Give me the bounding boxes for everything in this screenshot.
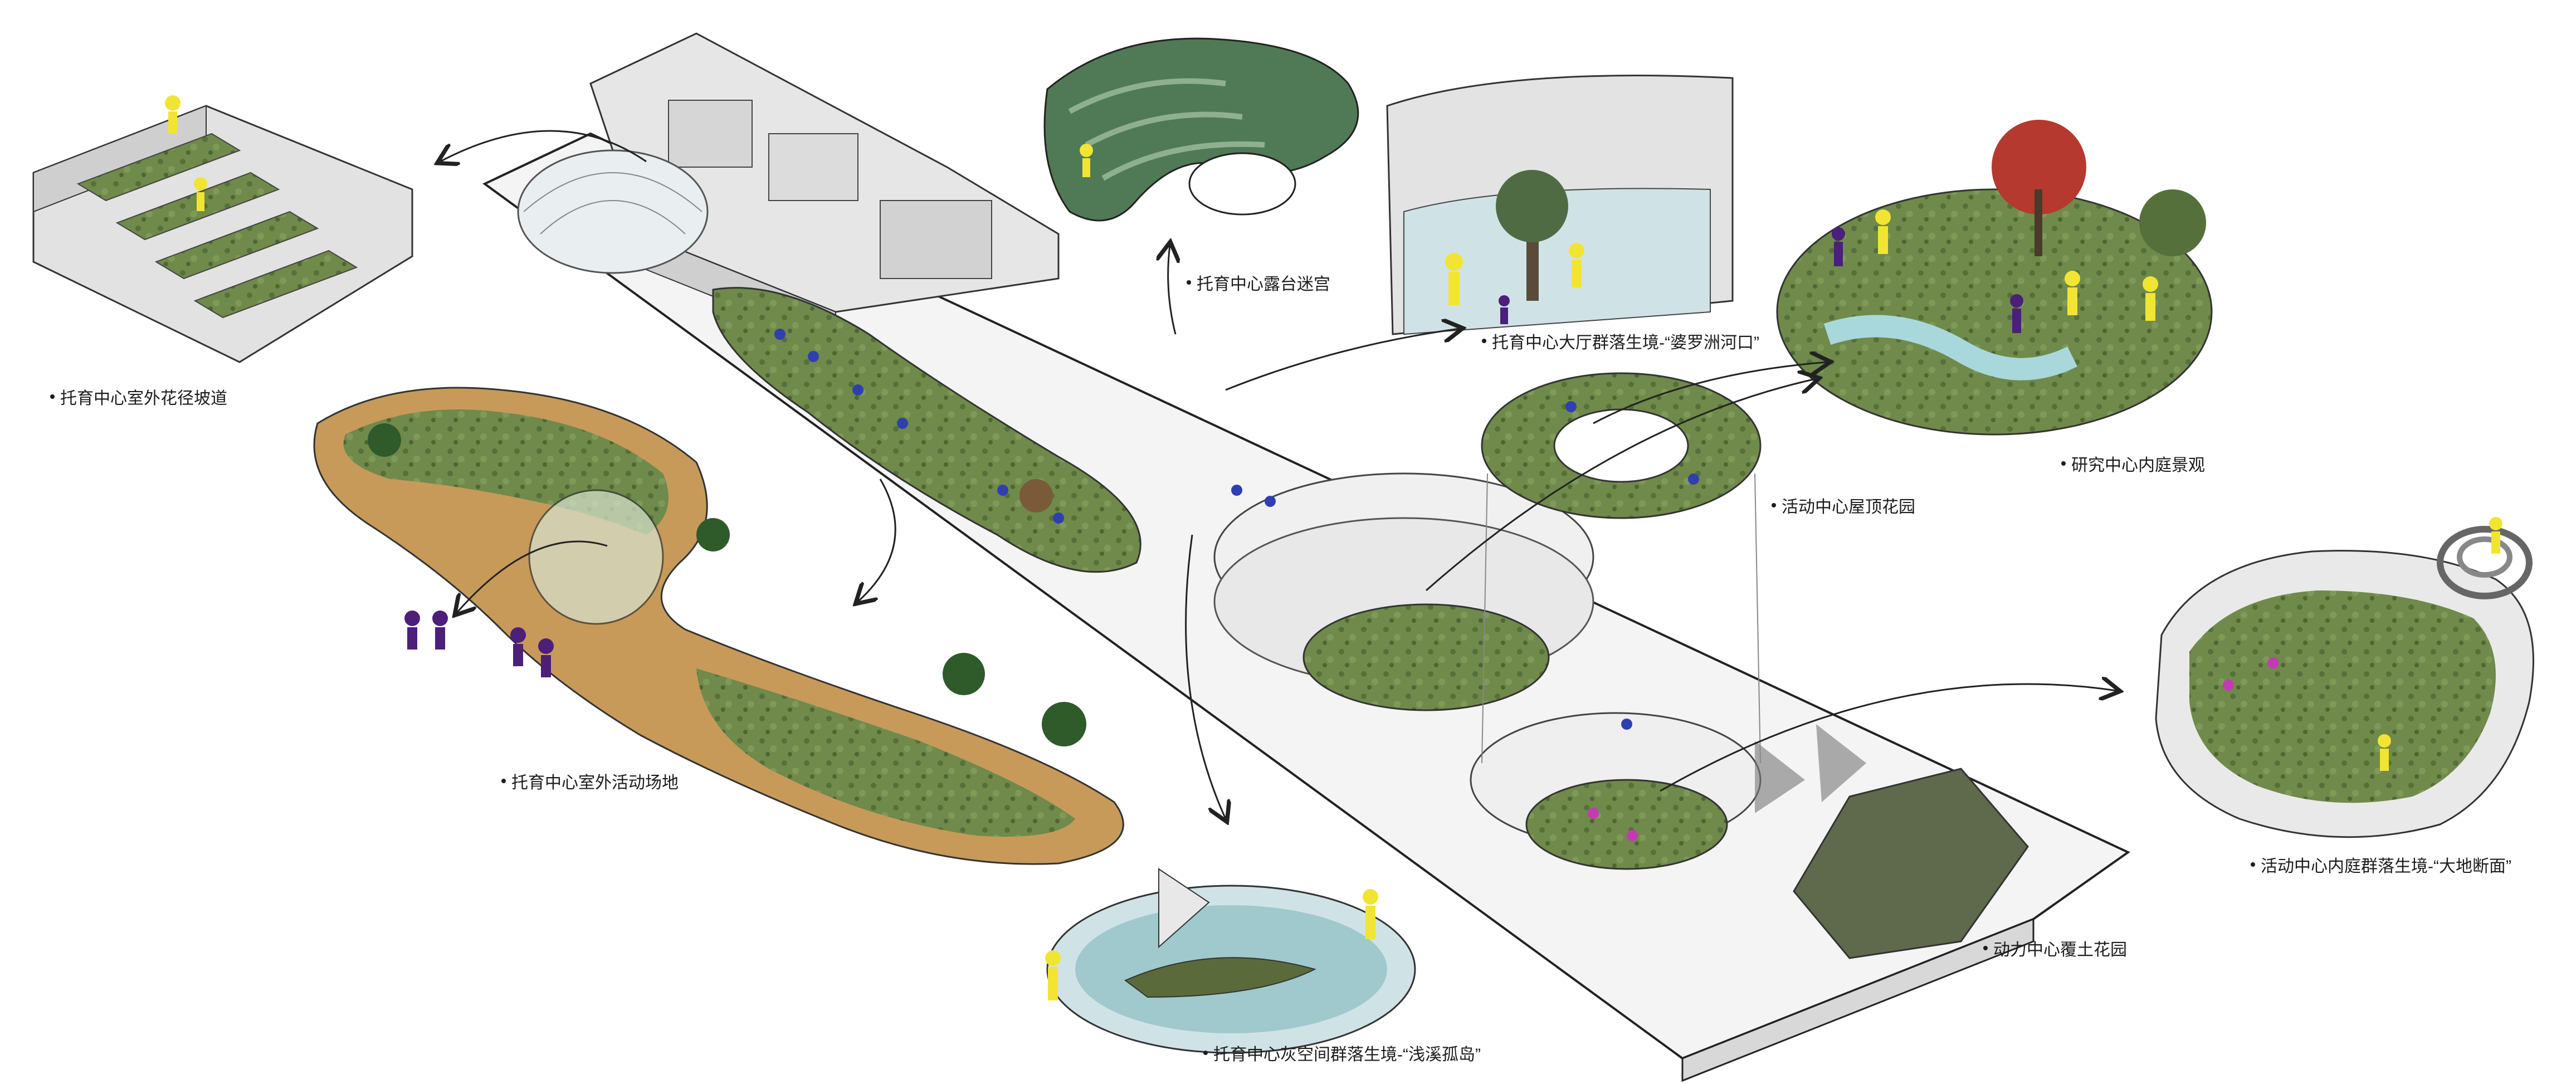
human-figures — [165, 95, 2502, 1000]
label-terrace-maze: 托育中心露台迷宫 — [1187, 270, 1330, 295]
inset-terrace-maze — [1043, 37, 1359, 222]
glass-dome-building — [517, 149, 709, 274]
inset-grey-space-habitat — [1046, 868, 1416, 1054]
label-text: 研究中心内庭景观 — [2071, 456, 2205, 475]
power-center-soil-garden — [1755, 724, 2029, 959]
label-outdoor-flower-ramp: 托育中心室外花径坡道 — [50, 384, 227, 409]
bullet-dot — [2251, 862, 2255, 867]
label-power-soil-garden: 动力中心覆土花园 — [1983, 936, 2127, 960]
inset-research-courtyard — [1776, 120, 2213, 436]
bullet-dot — [1187, 280, 1191, 285]
tree-markers — [368, 423, 1086, 746]
label-text: 托育中心室外花径坡道 — [60, 389, 227, 408]
label-text: 动力中心覆土花园 — [1993, 941, 2127, 959]
label-text: 活动中心屋顶花园 — [1782, 498, 1915, 516]
bullet-dot — [1203, 1051, 1208, 1055]
label-lobby-habitat: 托育中心大厅群落生境-“婆罗洲河口” — [1482, 329, 1759, 353]
label-text: 活动中心内庭群落生境-“大地断面” — [2261, 857, 2511, 876]
label-research-courtyard: 研究中心内庭景观 — [2061, 451, 2205, 476]
inset-outdoor-play-area — [313, 387, 1124, 865]
label-outdoor-play-area: 托育中心室外活动场地 — [501, 769, 679, 793]
bullet-dot — [1983, 946, 1988, 950]
bullet-dot — [1482, 339, 1486, 343]
bullet-dot — [2061, 461, 2066, 466]
label-grey-space-habitat: 托育中心灰空间群落生境-“浅溪孤岛” — [1203, 1041, 1481, 1065]
bullet-dot — [1772, 503, 1776, 507]
label-text: 托育中心室外活动场地 — [511, 774, 679, 792]
leader-arrows — [440, 130, 2117, 819]
label-text: 托育中心大厅群落生境-“婆罗洲河口” — [1492, 334, 1759, 352]
activity-center-building — [1213, 472, 1762, 870]
label-text: 托育中心灰空间群落生境-“浅溪孤岛” — [1213, 1046, 1481, 1064]
inset-activity-courtyard-habitat — [2155, 526, 2534, 838]
label-text: 托育中心露台迷宫 — [1197, 275, 1330, 294]
top-building-cluster — [589, 32, 1060, 346]
label-activity-courtyard-habitat: 活动中心内庭群落生境-“大地断面” — [2251, 852, 2511, 877]
bullet-dot — [501, 779, 506, 783]
inset-lobby-habitat — [1386, 75, 1734, 335]
inset-outdoor-flower-ramp — [32, 105, 413, 363]
label-activity-roof-garden: 活动中心屋顶花园 — [1772, 493, 1915, 517]
bullet-dot — [50, 394, 55, 399]
